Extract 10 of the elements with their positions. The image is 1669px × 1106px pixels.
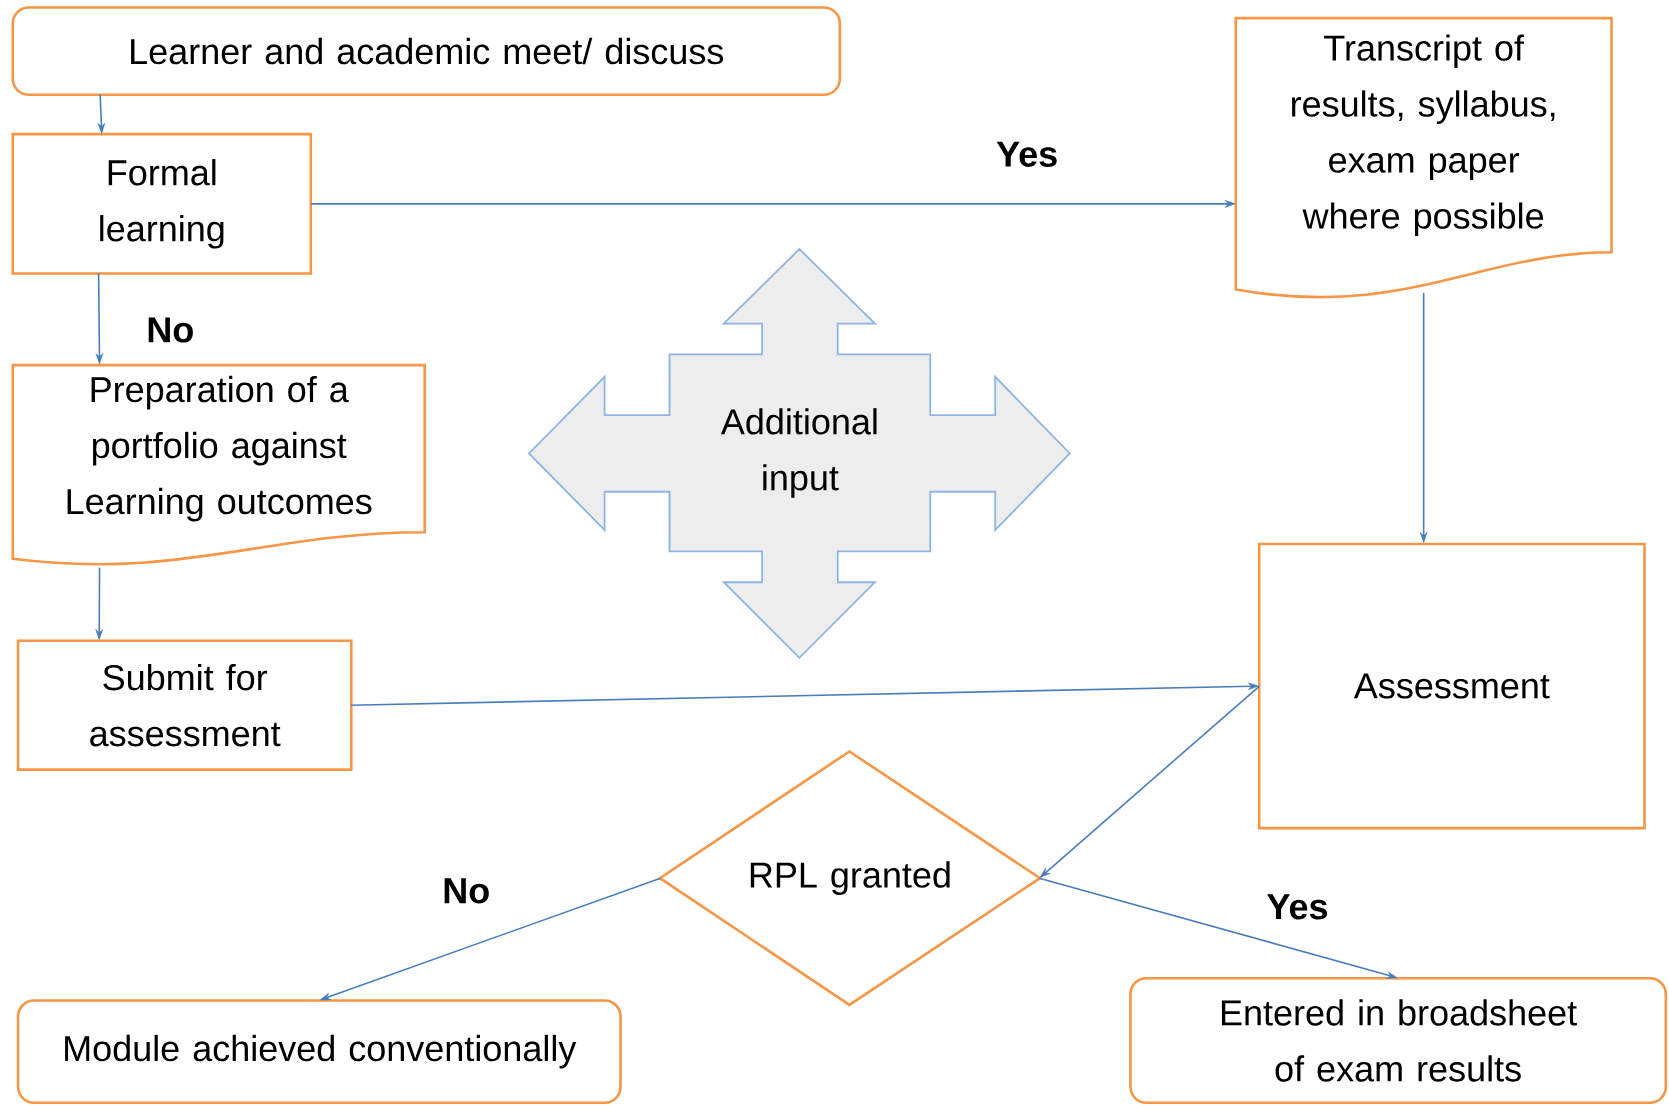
edge-label: No (438, 874, 495, 908)
edge-label: No (142, 313, 199, 347)
process-box: Assessment (1257, 542, 1646, 830)
edge-label: Yes (992, 137, 1063, 171)
rounded-box: Learner and academic meet/ discuss (11, 6, 842, 97)
rounded-box: Module achieved conventionally (16, 999, 622, 1105)
edge-label: Yes (1262, 890, 1333, 924)
rounded-box: Entered in broadsheet of exam results (1129, 976, 1668, 1105)
process-box: Submit for assessment (16, 639, 353, 771)
process-box: Formal learning (11, 132, 313, 275)
